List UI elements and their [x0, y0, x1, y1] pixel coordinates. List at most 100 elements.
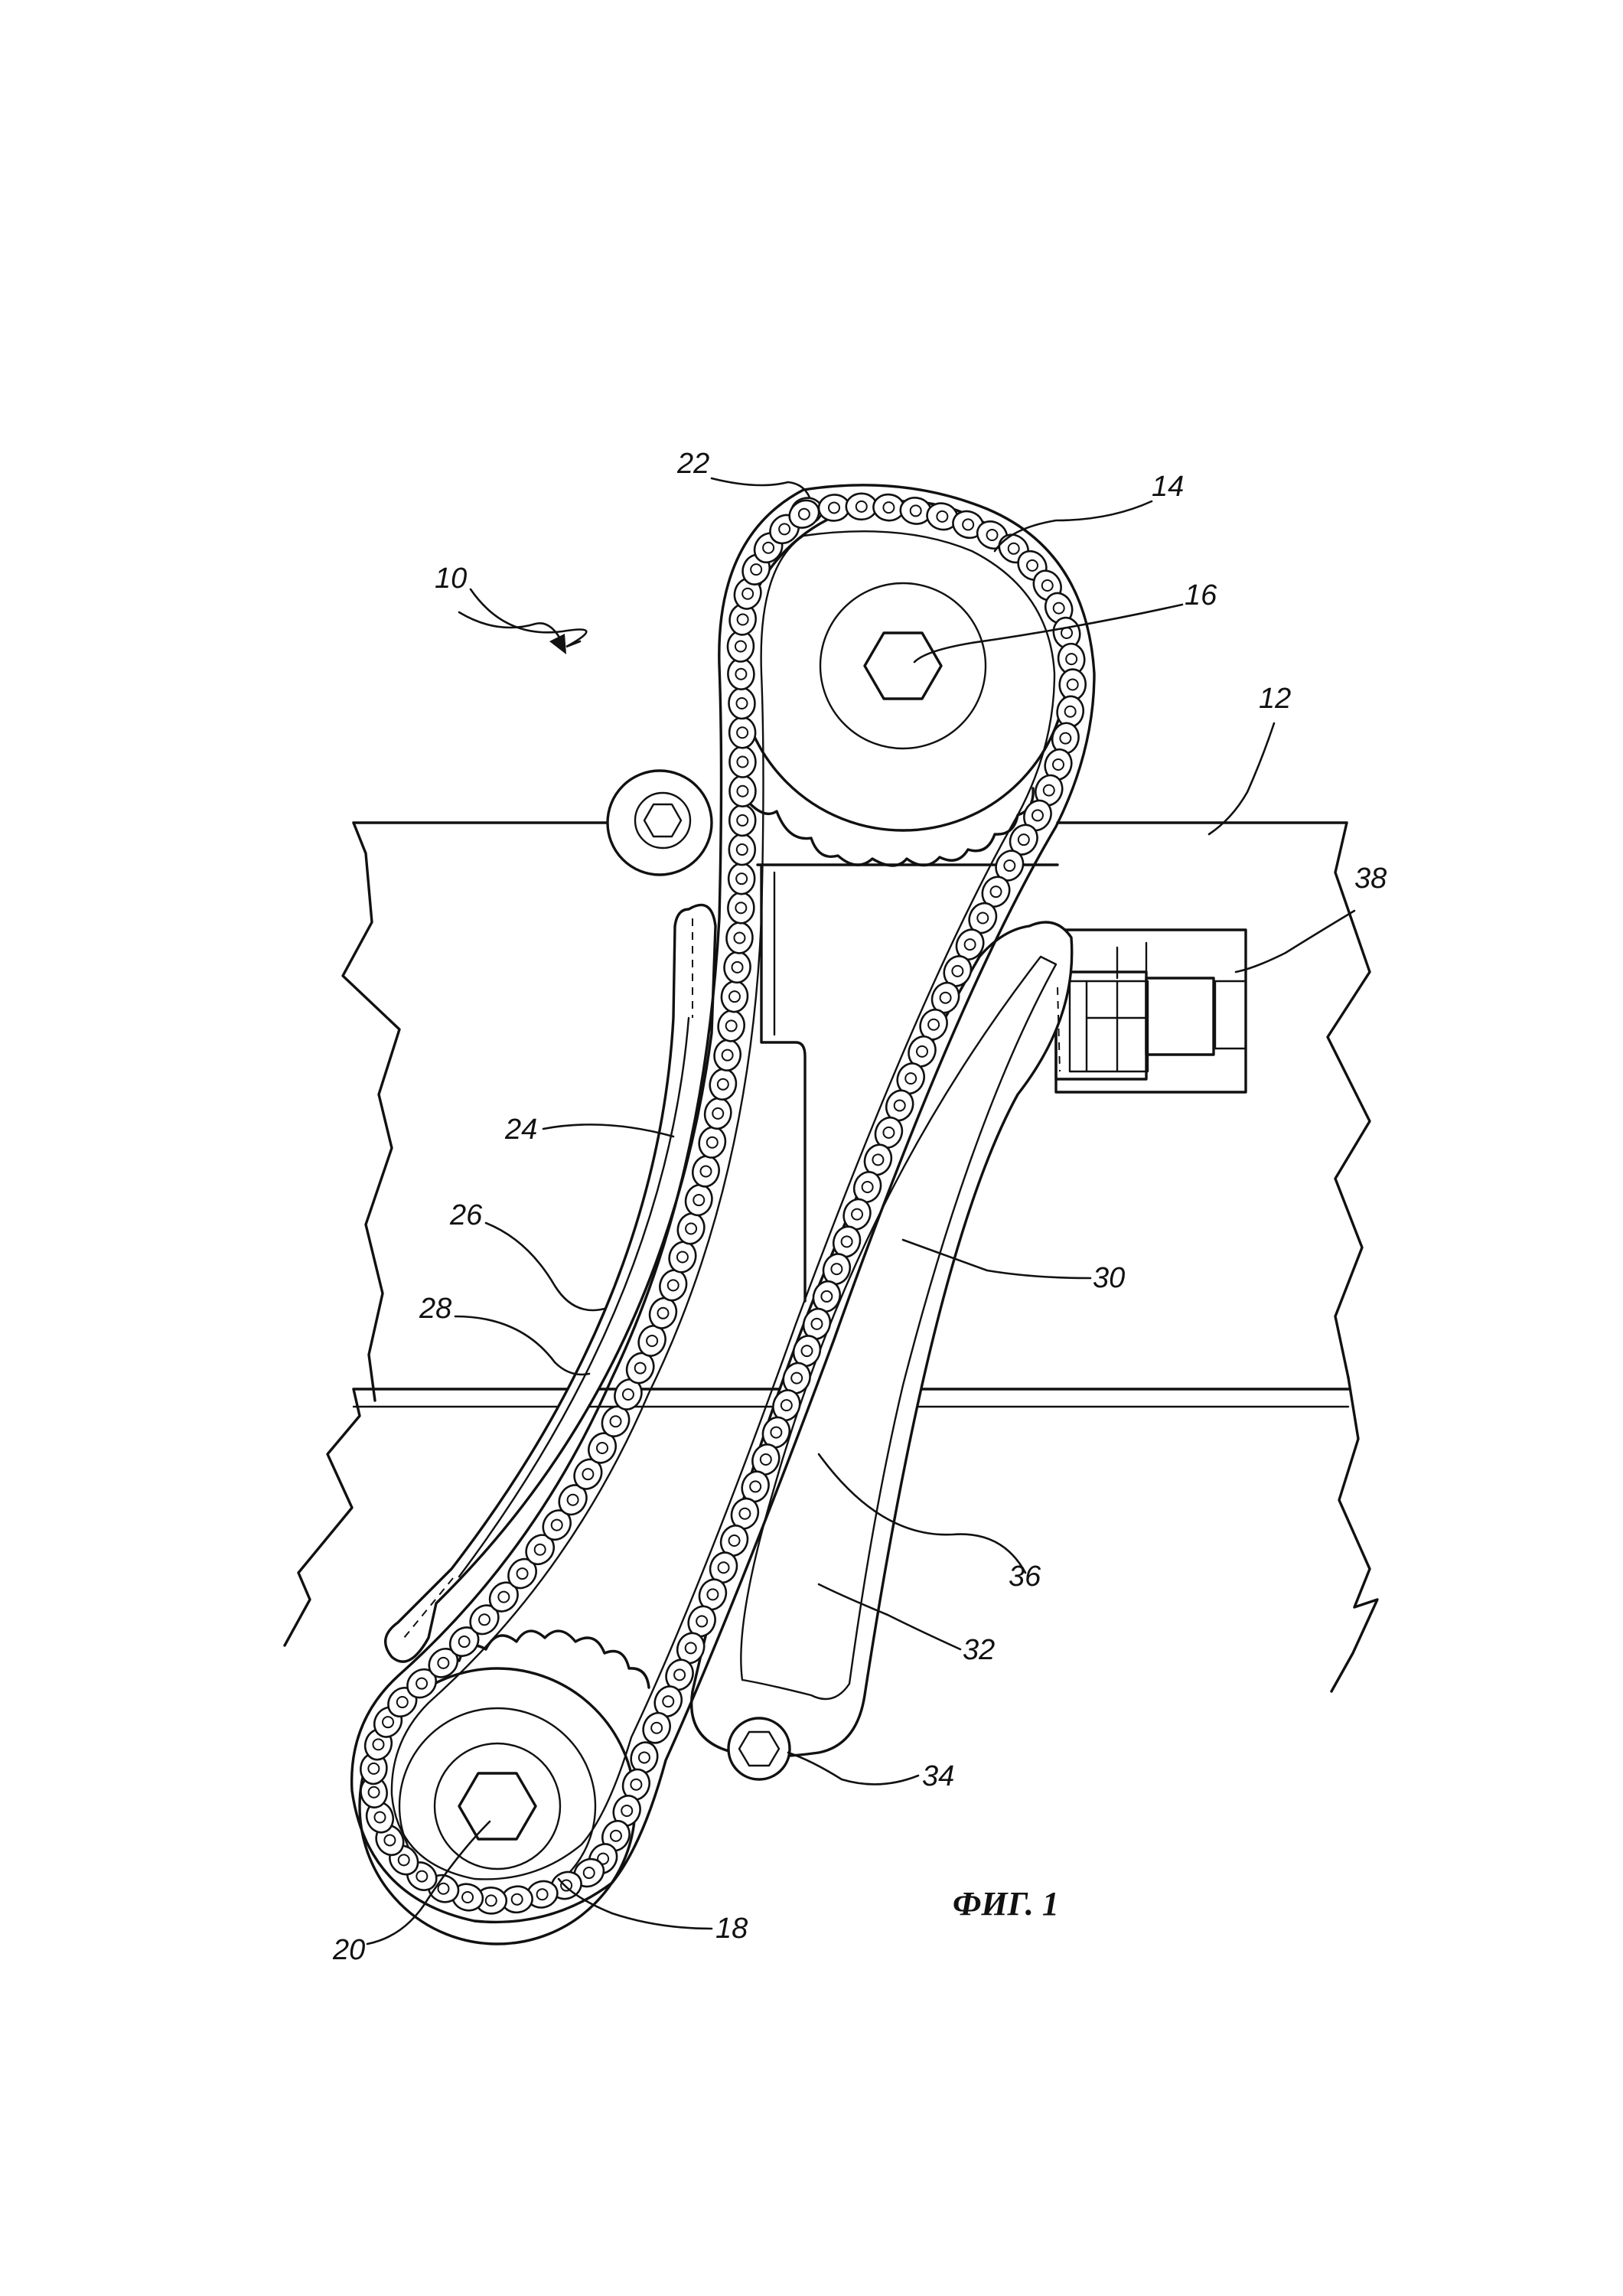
- chain-pin: [749, 1480, 762, 1493]
- chain-pin: [696, 1615, 709, 1628]
- chain-pin: [637, 1751, 650, 1764]
- chain-pin: [367, 1762, 380, 1775]
- chain-pin: [621, 1804, 634, 1817]
- chain-pin: [478, 1613, 491, 1626]
- chain-link: [717, 1009, 746, 1042]
- chain-pin: [728, 990, 741, 1003]
- chain-pin: [685, 1222, 698, 1235]
- chain-pin: [762, 541, 775, 554]
- chain-pin: [1003, 859, 1016, 872]
- chain-pin: [872, 1153, 885, 1166]
- chain-pin: [735, 902, 748, 915]
- chain-pin: [582, 1468, 595, 1481]
- ref-26: 26: [449, 1199, 483, 1231]
- chain-pin: [778, 523, 791, 536]
- chain-pin: [759, 1453, 772, 1466]
- chain-pin: [1064, 705, 1077, 718]
- chain-link: [728, 745, 757, 778]
- chain-pin: [497, 1590, 510, 1603]
- ref-32: 32: [963, 1634, 995, 1666]
- ref-18: 18: [715, 1913, 748, 1945]
- ref-14: 14: [1152, 471, 1184, 503]
- chain-pin: [728, 1534, 741, 1548]
- ref-28: 28: [419, 1293, 451, 1325]
- chain-pin: [1017, 833, 1030, 846]
- chain-pin: [909, 504, 922, 517]
- chain-pin: [830, 1263, 843, 1276]
- chain-pin: [735, 843, 748, 856]
- chain-pin: [939, 991, 952, 1004]
- chain-pin: [1065, 653, 1078, 666]
- chain-pin: [621, 1388, 634, 1401]
- figure-caption: ФИГ. 1: [953, 1885, 1059, 1923]
- chain-pin: [840, 1235, 853, 1248]
- chain-pin: [536, 1888, 549, 1901]
- timing-chain: [350, 484, 1096, 1924]
- ref-16: 16: [1185, 579, 1217, 612]
- chain-link: [692, 1155, 720, 1188]
- chain-pin: [1042, 784, 1055, 797]
- chain-pin: [676, 1251, 689, 1264]
- chain-link: [725, 921, 754, 954]
- chain-pin: [372, 1738, 385, 1751]
- chain-pin: [736, 726, 749, 739]
- chain-pin: [790, 1371, 803, 1384]
- chain-link: [703, 1097, 732, 1130]
- chain-pin: [976, 912, 989, 925]
- chain-pin: [721, 1049, 734, 1062]
- chain-pin: [851, 1208, 864, 1221]
- chain-pin: [736, 784, 749, 797]
- chain-pin: [609, 1829, 622, 1842]
- chain-pin: [510, 1893, 523, 1906]
- chain-pin: [550, 1518, 563, 1531]
- ref-36: 36: [1009, 1561, 1041, 1593]
- chain-pin: [916, 1045, 929, 1058]
- ref-24: 24: [504, 1114, 537, 1146]
- chain-pin: [741, 587, 754, 600]
- leader-lines: [366, 477, 1356, 1945]
- chain-pin: [596, 1441, 609, 1454]
- assembly-arrow: [458, 611, 564, 644]
- chain-link: [713, 1039, 741, 1071]
- chain-pin: [533, 1543, 546, 1556]
- chain-pin: [582, 1867, 595, 1880]
- chain-pin: [437, 1882, 450, 1895]
- chain-pin: [738, 1507, 751, 1520]
- chain-pin: [736, 814, 749, 827]
- chain-pin: [484, 1894, 497, 1907]
- chain-pin: [882, 1126, 895, 1139]
- chain-link: [642, 1711, 671, 1744]
- chain-pin: [597, 1852, 610, 1865]
- chain-pin: [662, 1695, 675, 1708]
- chain-pin: [699, 1165, 712, 1178]
- chain-link: [676, 1212, 706, 1245]
- chain-pin: [986, 529, 999, 542]
- chain-pin: [735, 872, 748, 885]
- chain-pin: [963, 938, 976, 951]
- chain-pin: [516, 1567, 529, 1580]
- chain-pin: [706, 1136, 719, 1149]
- chain-pin: [797, 507, 810, 520]
- chain-pin: [731, 960, 744, 974]
- chain-pin: [1041, 579, 1054, 592]
- chain-pin: [383, 1834, 396, 1847]
- chain-pin: [951, 964, 964, 977]
- arrow-head: [549, 634, 566, 654]
- chain-link: [728, 687, 756, 720]
- chain-link: [845, 492, 878, 521]
- chain-pin: [673, 1668, 686, 1681]
- chain-pin: [882, 501, 895, 514]
- chain-pin: [800, 1345, 813, 1358]
- chain-pin: [1026, 559, 1039, 572]
- ref-20: 20: [332, 1934, 365, 1966]
- chain-pin: [936, 510, 949, 523]
- chain-pin: [461, 1891, 474, 1904]
- chain-pin: [927, 1018, 940, 1031]
- chain-pin: [780, 1399, 793, 1412]
- chain-pin: [693, 1194, 706, 1207]
- chain-link: [727, 862, 756, 895]
- chain-link: [728, 833, 757, 866]
- chain-link: [684, 1183, 713, 1217]
- tensioner-arm: [690, 921, 1074, 1781]
- chain-pin: [560, 1879, 573, 1892]
